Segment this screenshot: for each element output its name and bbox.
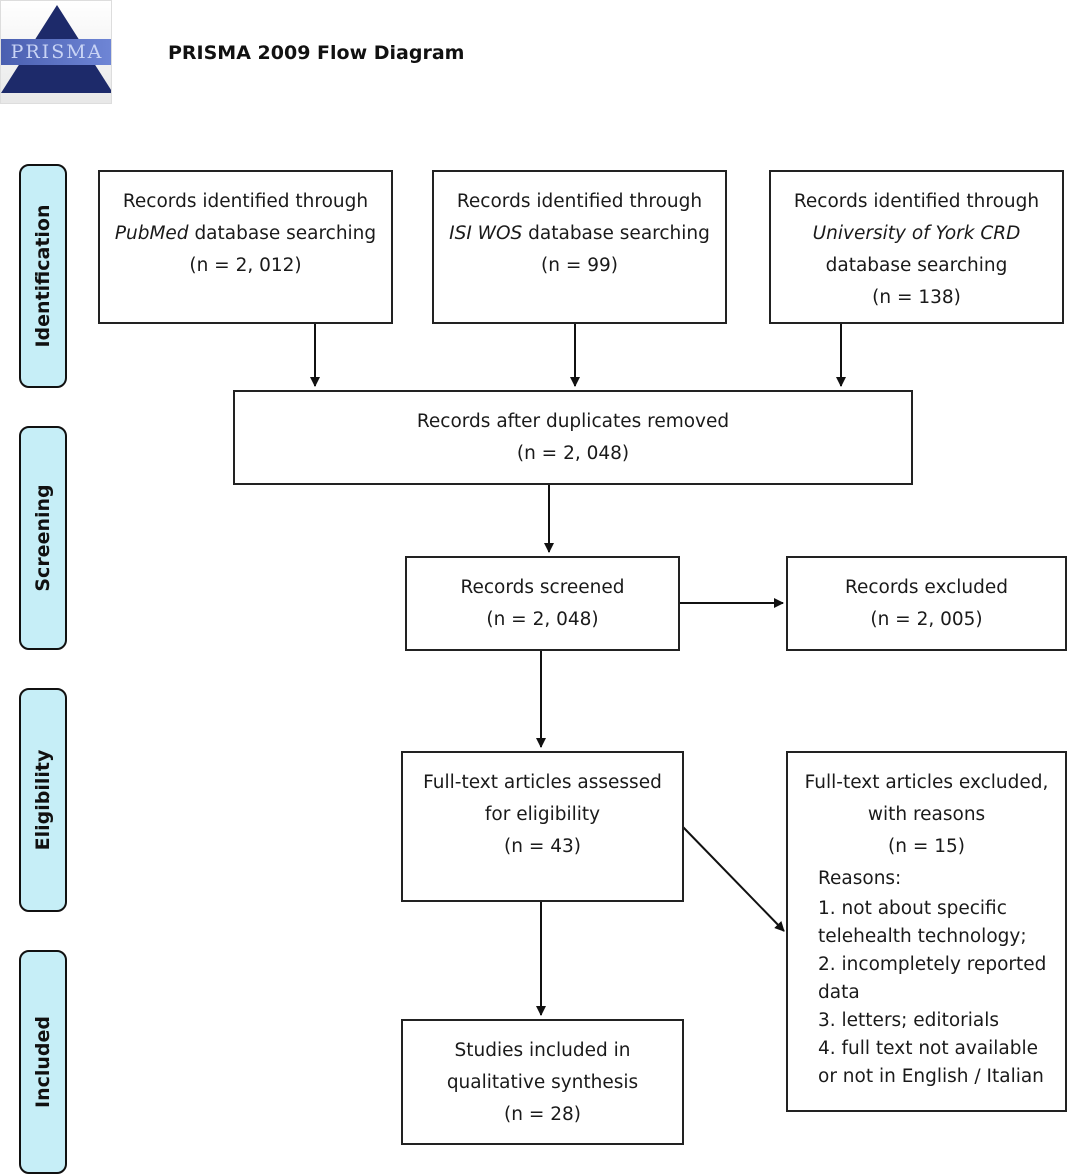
- reason-line: or not in English / Italian: [818, 1066, 1044, 1087]
- phase-eligibility: Eligibility: [19, 688, 67, 912]
- arrow-fulltext-to-excluded: [682, 826, 785, 932]
- dedup-line1: Records after duplicates removed: [416, 411, 730, 432]
- isi-line2: ISI WOS database searching: [434, 218, 725, 250]
- phase-included: Included: [19, 950, 67, 1174]
- isi-suffix: database searching: [522, 223, 710, 244]
- york-count: (n = 138): [872, 287, 961, 308]
- box-pubmed-records: Records identified through PubMed databa…: [98, 170, 393, 324]
- reasons-label: Reasons:: [818, 868, 902, 889]
- phase-identification: Identification: [19, 164, 67, 388]
- reason-line: 4. full text not available: [818, 1038, 1039, 1059]
- reason-line: data: [818, 982, 860, 1003]
- isi-count: (n = 99): [541, 255, 618, 276]
- fulltext-excluded-count: (n = 15): [888, 836, 965, 857]
- york-source: University of York CRD: [812, 223, 1021, 244]
- screened-line1: Records screened: [460, 577, 625, 598]
- pubmed-source: PubMed: [114, 223, 189, 244]
- isi-source: ISI WOS: [449, 223, 523, 244]
- prisma-logo: PRISMA: [0, 0, 112, 104]
- box-records-screened: Records screened (n = 2, 048): [405, 556, 680, 651]
- pubmed-count: (n = 2, 012): [189, 255, 302, 276]
- pubmed-line1: Records identified through: [122, 191, 369, 212]
- york-line1: Records identified through: [793, 191, 1040, 212]
- box-fulltext-assessed: Full-text articles assessed for eligibil…: [401, 751, 684, 902]
- phase-screening: Screening: [19, 426, 67, 650]
- screened-count: (n = 2, 048): [486, 609, 599, 630]
- fulltext-excluded-line1: Full-text articles excluded,: [804, 772, 1049, 793]
- box-studies-included: Studies included in qualitative synthesi…: [401, 1019, 684, 1145]
- box-york-records: Records identified through University of…: [769, 170, 1064, 324]
- excluded-line1: Records excluded: [844, 577, 1009, 598]
- reasons-block: Reasons: 1. not about specific telehealt…: [788, 863, 1065, 1091]
- box-fulltext-excluded: Full-text articles excluded, with reason…: [786, 751, 1067, 1112]
- included-line1: Studies included in: [454, 1040, 631, 1061]
- reason-line: 3. letters; editorials: [818, 1010, 999, 1031]
- box-records-excluded: Records excluded (n = 2, 005): [786, 556, 1067, 651]
- fulltext-line2: for eligibility: [484, 804, 601, 825]
- fulltext-line1: Full-text articles assessed: [423, 772, 662, 793]
- reason-line: 1. not about specific: [818, 898, 1007, 919]
- reason-line: 2. incompletely reported: [818, 954, 1047, 975]
- pubmed-line2: PubMed database searching: [100, 218, 391, 250]
- isi-line1: Records identified through: [456, 191, 703, 212]
- box-isi-records: Records identified through ISI WOS datab…: [432, 170, 727, 324]
- york-line3: database searching: [825, 255, 1008, 276]
- fulltext-count: (n = 43): [504, 836, 581, 857]
- included-count: (n = 28): [504, 1104, 581, 1125]
- pubmed-suffix: database searching: [188, 223, 377, 244]
- box-duplicates-removed: Records after duplicates removed (n = 2,…: [233, 390, 913, 485]
- logo-band: [1, 39, 111, 65]
- diagram-title: PRISMA 2009 Flow Diagram: [168, 42, 465, 64]
- dedup-count: (n = 2, 048): [516, 443, 630, 464]
- excluded-count: (n = 2, 005): [870, 609, 983, 630]
- logo-wordmark: PRISMA: [10, 41, 104, 63]
- included-line2: qualitative synthesis: [446, 1072, 639, 1093]
- york-line2: University of York CRD: [771, 218, 1062, 250]
- reason-line: telehealth technology;: [818, 926, 1027, 947]
- fulltext-excluded-line2: with reasons: [867, 804, 986, 825]
